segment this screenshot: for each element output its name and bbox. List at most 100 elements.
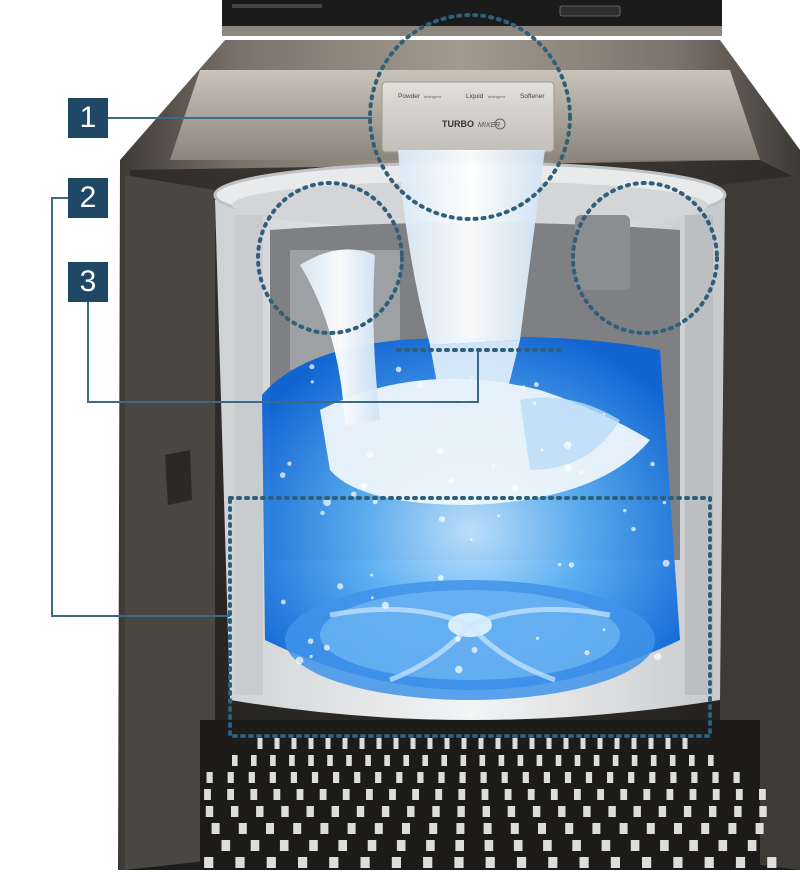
vent-slot xyxy=(558,806,566,817)
brand-mixer: MIXER xyxy=(478,122,500,129)
vent-slot xyxy=(296,789,304,800)
bubble xyxy=(532,401,537,406)
vent-slot xyxy=(320,823,329,834)
vent-slot xyxy=(630,840,640,851)
vent-slot xyxy=(266,857,276,868)
water-stream-left xyxy=(300,249,380,425)
bubble xyxy=(568,562,575,568)
vent-slot xyxy=(381,806,390,817)
vent-slot xyxy=(642,857,652,868)
vent-slot xyxy=(375,772,382,783)
vent-slot xyxy=(374,823,383,834)
vent-slot xyxy=(376,738,382,749)
vent-slot xyxy=(495,738,501,749)
vent-slot xyxy=(513,840,523,851)
leader-2 xyxy=(51,197,230,617)
bubble xyxy=(372,499,378,505)
vent-slot xyxy=(650,755,657,766)
vent-slot xyxy=(338,840,347,851)
vent-slot xyxy=(701,823,710,834)
vent-slot xyxy=(658,806,667,817)
leader-3 xyxy=(87,300,479,403)
vent-slot xyxy=(646,823,655,834)
vent-slot xyxy=(543,840,552,851)
vent-slot xyxy=(510,823,519,834)
vent-slot xyxy=(580,738,586,749)
bubble xyxy=(309,364,315,370)
vent-slot xyxy=(204,789,211,800)
vent-slot xyxy=(747,840,757,851)
vent-slot xyxy=(250,840,260,851)
vent-slot xyxy=(346,755,352,766)
ring-left-inlet xyxy=(256,181,404,335)
vent-slot xyxy=(759,789,766,800)
control-panel-strip xyxy=(222,0,722,36)
vent-slot xyxy=(426,840,435,851)
bubble xyxy=(579,470,584,475)
bubble xyxy=(280,599,286,605)
vent-slot xyxy=(735,857,746,868)
bubble xyxy=(584,650,590,656)
vent-slot xyxy=(331,806,339,817)
swirl-icon xyxy=(494,118,506,130)
vent-slot xyxy=(248,772,255,783)
vent-slot xyxy=(407,806,415,817)
vent-slot xyxy=(347,823,356,834)
vent-slot xyxy=(507,806,516,817)
vent-slot xyxy=(211,823,220,834)
vent-slot xyxy=(281,806,289,817)
vent-slot xyxy=(365,755,371,766)
bubble xyxy=(628,443,631,446)
vent-slot xyxy=(412,789,419,800)
vent-slot xyxy=(620,789,628,800)
vent-slot xyxy=(333,772,340,783)
vent-slot xyxy=(360,857,370,868)
vent-slot xyxy=(614,738,620,749)
vent-slot xyxy=(543,772,550,783)
vent-slot xyxy=(227,789,234,800)
vent-slot xyxy=(232,755,238,766)
vent-slot xyxy=(607,772,614,783)
bubble xyxy=(535,636,540,640)
bubble xyxy=(563,441,572,450)
bubble xyxy=(416,381,424,389)
bubble xyxy=(307,638,314,644)
bubble xyxy=(436,447,444,455)
vent-slot xyxy=(458,789,466,800)
bubble xyxy=(323,644,330,651)
vent-slot xyxy=(423,857,433,868)
vent-slot xyxy=(298,857,308,868)
vent-slot xyxy=(231,806,239,817)
vent-slot xyxy=(484,840,494,851)
vent-slot xyxy=(648,738,654,749)
vent-slot xyxy=(478,738,484,749)
bubble xyxy=(337,583,344,590)
vent-slot xyxy=(393,738,399,749)
vent-slot xyxy=(597,789,604,800)
vent-slot xyxy=(579,857,589,868)
vent-slot xyxy=(441,755,447,766)
vent-slot xyxy=(538,823,546,834)
vent-slot xyxy=(522,772,529,783)
vent-slot xyxy=(593,755,600,766)
bubble xyxy=(351,491,357,497)
vent-slot xyxy=(601,840,611,851)
powder-sub: detergent xyxy=(424,94,442,99)
vent-slot xyxy=(734,806,742,817)
vent-slot xyxy=(235,857,245,868)
vent-slot xyxy=(631,738,637,749)
callout-badge-3: 3 xyxy=(68,262,108,302)
bubble xyxy=(437,575,444,581)
vent-slot xyxy=(548,857,558,868)
vent-slot xyxy=(483,823,492,834)
vent-slot xyxy=(767,857,777,868)
vent-slot xyxy=(460,755,467,766)
vent-slot xyxy=(456,823,465,834)
vent-slot xyxy=(273,789,281,800)
callout-badge-1: 1 xyxy=(68,98,108,138)
bubble xyxy=(360,482,367,489)
vent-slot xyxy=(665,738,671,749)
vent-slot xyxy=(735,789,743,800)
vent-slot xyxy=(709,806,717,817)
